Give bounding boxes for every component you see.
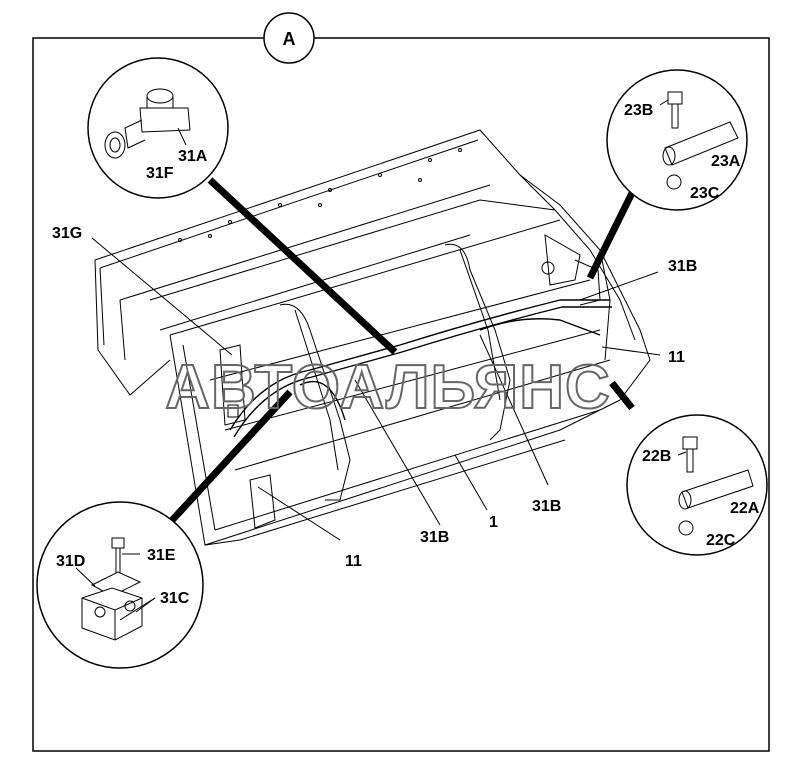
detail-label-23C: 23C: [690, 185, 720, 202]
detail-label-22A: 22A: [730, 500, 760, 517]
callout-1: 1: [489, 514, 498, 531]
leader-lines: [91, 237, 661, 541]
detail-label-31D: 31D: [56, 553, 85, 570]
view-label: A: [263, 12, 315, 64]
detail-top-right: 23B 23A 23C: [606, 69, 748, 211]
detail-label-22C: 22C: [706, 532, 736, 549]
detail-label-23A: 23A: [711, 153, 741, 170]
watermark: АВТОАЛЬЯНС: [165, 353, 611, 422]
detail-label-22B: 22B: [642, 448, 671, 465]
tee-fitting-icon: [104, 88, 191, 159]
detail-bottom-right: 22B 22A 22C: [626, 414, 768, 556]
callout-11-bottom: 11: [345, 553, 362, 570]
callout-31B-mid: 31B: [420, 529, 449, 546]
callout-31B-top: 31B: [668, 258, 697, 275]
callout-31G: 31G: [52, 225, 82, 242]
detail-top-left: 31A 31F: [87, 57, 229, 199]
detail-bottom-left: 31D 31E 31C: [36, 501, 204, 669]
detail-connectors: [162, 177, 636, 531]
bucket: [94, 129, 651, 546]
detail-label-31C: 31C: [160, 590, 190, 607]
detail-label-31E: 31E: [147, 547, 176, 564]
detail-label-23B: 23B: [624, 102, 653, 119]
hose-clamp-icon: [75, 537, 156, 641]
detail-label-31F: 31F: [146, 165, 174, 182]
pin-icon: [659, 91, 739, 190]
diagram-frame: [32, 37, 770, 752]
callout-31B-low: 31B: [532, 498, 561, 515]
svg-text:A: A: [283, 29, 296, 49]
hydraulic-hoses: [229, 299, 612, 438]
pin-icon: [677, 436, 754, 536]
detail-label-31A: 31A: [178, 148, 208, 165]
callout-11-right: 11: [668, 349, 685, 366]
